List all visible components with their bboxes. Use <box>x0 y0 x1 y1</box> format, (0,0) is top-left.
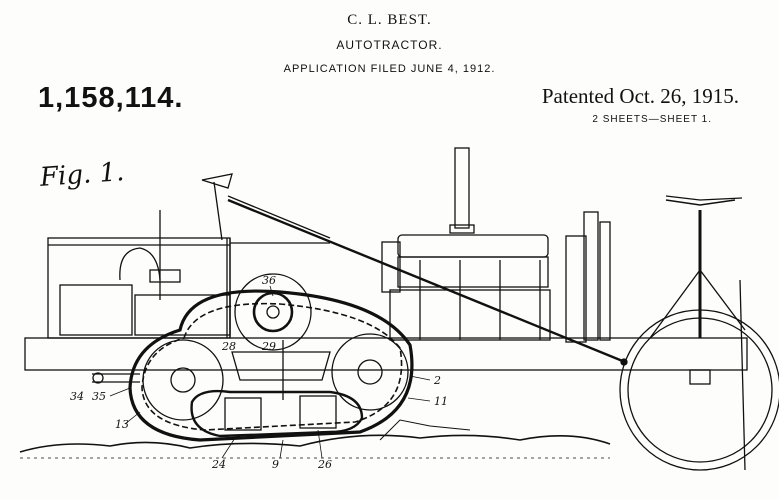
ref-numeral: 26 <box>317 458 332 471</box>
reference-numerals: 36 28 29 2 11 34 35 13 24 9 26 <box>70 274 448 471</box>
inventor-name: C. L. BEST. <box>347 12 432 28</box>
patent-title: AUTOTRACTOR. <box>336 38 443 52</box>
ref-numeral: 35 <box>92 390 106 403</box>
body-frame <box>47 210 330 339</box>
sheet-count: 2 SHEETS—SHEET 1. <box>592 114 712 125</box>
ref-numeral: 28 <box>221 340 236 353</box>
smokestack <box>449 147 475 234</box>
chassis-rail <box>24 337 748 385</box>
patented-date: Patented Oct. 26, 1915. <box>541 84 739 108</box>
ref-numeral: 36 <box>262 274 276 287</box>
ref-numeral: 24 <box>211 458 226 471</box>
crawler-track <box>128 289 414 442</box>
ref-numeral: 9 <box>272 458 279 471</box>
ref-numeral: 13 <box>115 418 129 431</box>
ground-line <box>19 419 611 459</box>
ref-numeral: 11 <box>434 395 448 408</box>
ref-numeral: 34 <box>70 390 84 403</box>
ref-numeral: 29 <box>261 340 276 353</box>
patent-number: 1,158,114. <box>38 82 184 114</box>
leader-lines <box>109 285 431 459</box>
application-filed: APPLICATION FILED JUNE 4, 1912. <box>283 63 496 75</box>
front-wheel <box>619 195 779 471</box>
steering-column <box>201 173 628 366</box>
ref-numeral: 2 <box>433 374 441 387</box>
